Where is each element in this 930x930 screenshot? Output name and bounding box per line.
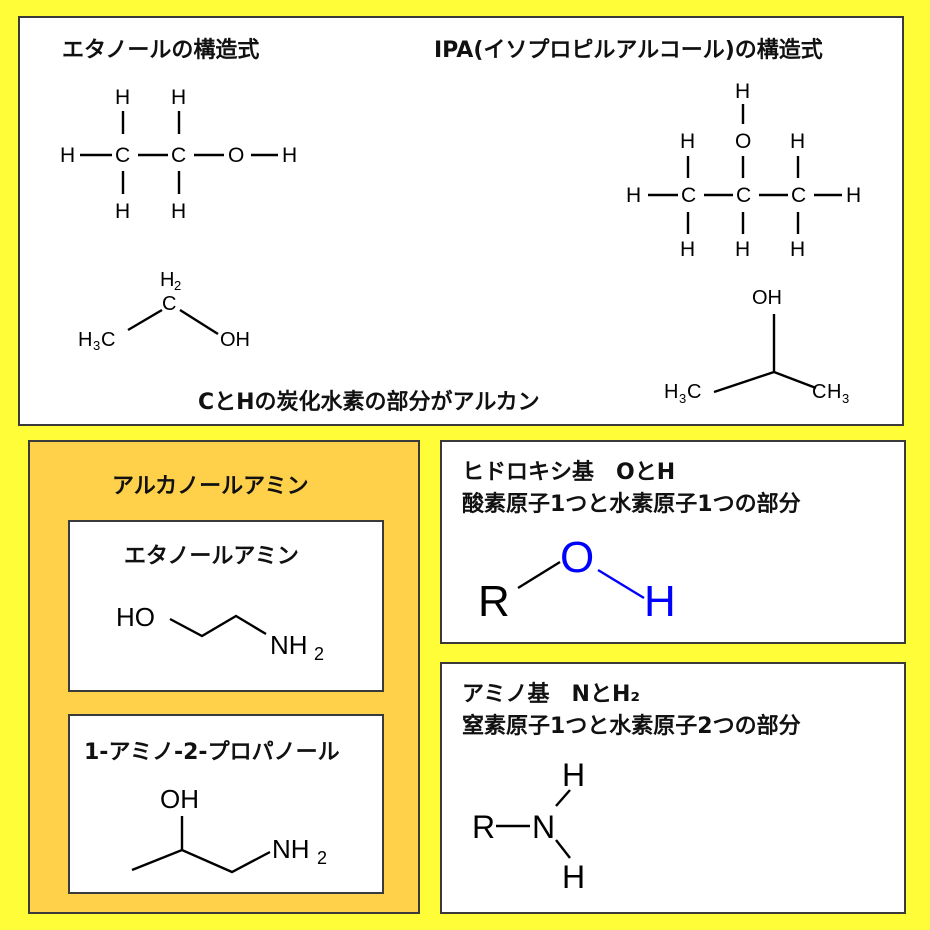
hydroxy-group-formula: R O H bbox=[478, 533, 676, 626]
subscript: 2 bbox=[314, 644, 324, 664]
atom-H: H bbox=[680, 238, 695, 261]
hydroxy-panel: ヒドロキシ基 OとH 酸素原子1つと水素原子1つの部分 R O H bbox=[440, 440, 906, 644]
subscript: 3 bbox=[679, 391, 686, 406]
alkane-footnote: CとHの炭化水素の部分がアルカン bbox=[198, 390, 540, 415]
atom-H: H bbox=[790, 238, 805, 261]
ethanolamine-title: エタノールアミン bbox=[124, 544, 299, 569]
atom-C: C bbox=[171, 144, 186, 167]
atom-NH: NH bbox=[272, 834, 310, 864]
atom-R: R bbox=[472, 809, 495, 845]
atom-OH: OH bbox=[752, 287, 782, 309]
aminopropanol-title: 1-アミノ-2-プロパノール bbox=[84, 740, 340, 765]
ethanol-skeletal-formula: H 2 C H 3 C OH bbox=[78, 269, 250, 353]
atom-O: O bbox=[560, 533, 594, 582]
aminopropanol-card: 1-アミノ-2-プロパノール OH NH 2 bbox=[68, 714, 384, 894]
atom-C: C bbox=[115, 144, 130, 167]
atom-O: O bbox=[735, 130, 751, 153]
ipa-structure-title: IPA(イソプロピルアルコール)の構造式 bbox=[434, 38, 823, 63]
atom-H: H bbox=[78, 329, 92, 351]
atom-C: C bbox=[101, 329, 115, 351]
atom-HO: HO bbox=[116, 602, 155, 632]
ethanolamine-card: エタノールアミン HO NH 2 bbox=[68, 520, 384, 692]
atom-H: H bbox=[827, 381, 841, 403]
atom-R: R bbox=[478, 577, 510, 626]
ethanol-structure-title: エタノールの構造式 bbox=[62, 38, 260, 63]
atom-NH: NH bbox=[270, 630, 308, 660]
atom-OH: OH bbox=[220, 329, 250, 351]
atom-H: H bbox=[282, 144, 297, 167]
atom-H: H bbox=[171, 86, 186, 109]
atom-O: O bbox=[228, 144, 244, 167]
atom-C: C bbox=[791, 184, 806, 207]
atom-H: H bbox=[60, 144, 75, 167]
ipa-structural-formula: H O H H H C C C H H H H bbox=[626, 80, 861, 261]
atom-H: H bbox=[790, 130, 805, 153]
aminopropanol-skeletal-formula: OH NH 2 bbox=[131, 784, 327, 874]
atom-H: H bbox=[115, 200, 130, 223]
amino-panel: アミノ基 NとH₂ 窒素原子1つと水素原子2つの部分 H R N H bbox=[440, 662, 906, 914]
subscript: 3 bbox=[842, 391, 849, 406]
atom-H: H bbox=[846, 184, 861, 207]
atom-H: H bbox=[680, 130, 695, 153]
atom-C: C bbox=[687, 381, 701, 403]
atom-H: H bbox=[115, 86, 130, 109]
subscript: 3 bbox=[93, 338, 100, 353]
alkanolamine-title: アルカノールアミン bbox=[112, 474, 309, 499]
atom-H: H bbox=[735, 238, 750, 261]
atom-N: N bbox=[532, 809, 555, 845]
ethanolamine-skeletal-formula: HO NH 2 bbox=[116, 602, 324, 664]
ipa-skeletal-formula: OH H 3 C C H 3 bbox=[664, 287, 849, 406]
atom-H: H bbox=[644, 577, 676, 626]
alkanolamine-panel: アルカノールアミン エタノールアミン HO NH 2 1-アミノ-2-プロパノー… bbox=[28, 440, 420, 914]
ethanol-structural-formula: H C C O H H H H H bbox=[60, 86, 297, 223]
atom-C: C bbox=[812, 381, 826, 403]
hydroxy-heading: ヒドロキシ基 OとH bbox=[462, 460, 676, 485]
atom-C: C bbox=[736, 184, 751, 207]
amino-description: 窒素原子1つと水素原子2つの部分 bbox=[462, 714, 801, 739]
atom-H: H bbox=[160, 269, 174, 291]
subscript: 2 bbox=[317, 848, 327, 868]
atom-C: C bbox=[681, 184, 696, 207]
subscript: 2 bbox=[174, 278, 181, 293]
hydroxy-description: 酸素原子1つと水素原子1つの部分 bbox=[462, 492, 801, 517]
atom-H: H bbox=[735, 80, 750, 103]
amino-heading: アミノ基 NとH₂ bbox=[462, 682, 641, 707]
atom-H: H bbox=[626, 184, 641, 207]
atom-OH: OH bbox=[160, 784, 199, 814]
atom-H: H bbox=[171, 200, 186, 223]
atom-H: H bbox=[664, 381, 678, 403]
atom-H: H bbox=[562, 859, 585, 895]
top-panel: エタノールの構造式 IPA(イソプロピルアルコール)の構造式 CとHの炭化水素の… bbox=[18, 16, 904, 426]
amino-group-formula: H R N H bbox=[472, 757, 585, 895]
atom-H: H bbox=[562, 757, 585, 793]
atom-C: C bbox=[162, 293, 176, 315]
